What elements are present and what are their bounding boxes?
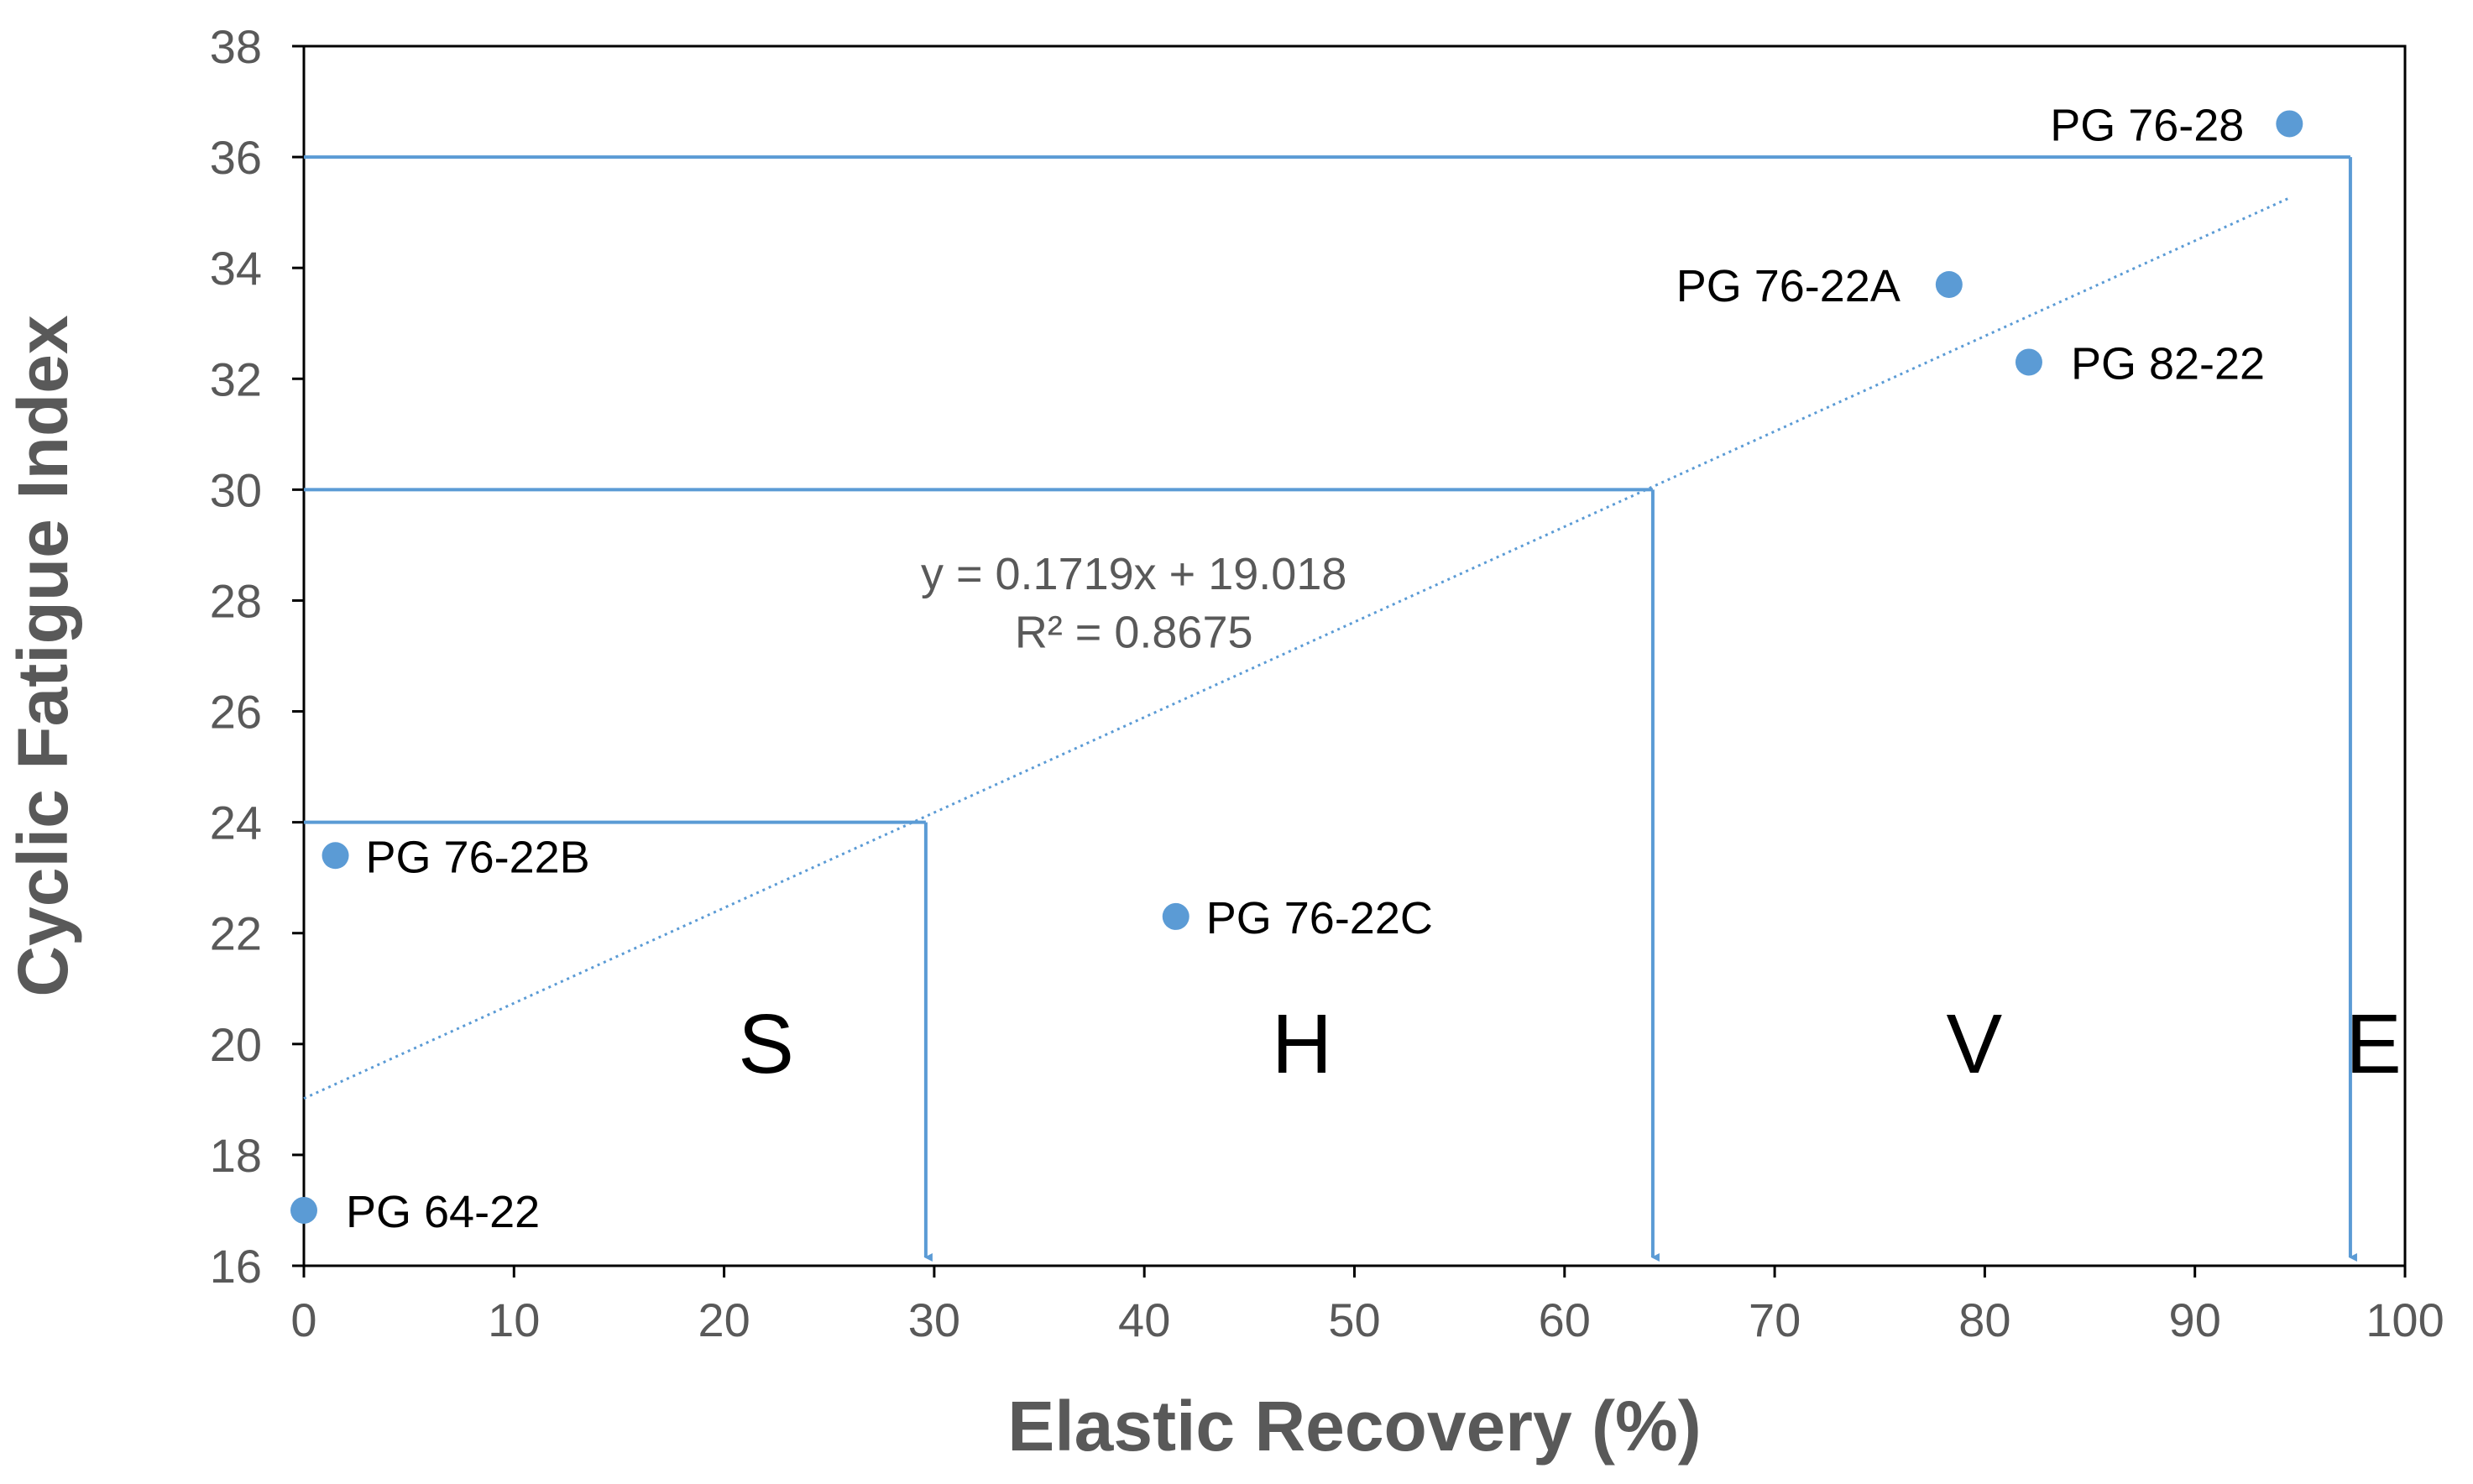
data-point-label: PG 76-28: [2050, 100, 2244, 150]
x-tick-label: 30: [908, 1293, 960, 1346]
data-point-label: PG 76-22C: [1206, 893, 1433, 943]
plot-frame: [302, 44, 2407, 1267]
y-tick-label: 26: [210, 686, 262, 739]
trendline-r-squared: R² = 0.8675: [1015, 608, 1253, 658]
y-tick-label: 18: [210, 1129, 262, 1182]
x-tick-label: 20: [698, 1293, 750, 1346]
y-tick-label: 16: [210, 1240, 262, 1293]
trendline: [303, 196, 2290, 1100]
x-tick-label: 100: [2366, 1293, 2444, 1346]
x-axis-title: Elastic Recovery (%): [1007, 1387, 1701, 1466]
data-point-label: PG 82-22: [2071, 338, 2265, 389]
data-point: [322, 842, 349, 870]
y-tick-label: 38: [210, 20, 262, 73]
y-tick-label: 28: [210, 574, 262, 627]
x-tick-label: 90: [2169, 1293, 2221, 1346]
y-tick-label: 30: [210, 463, 262, 516]
x-tick-label: 0: [290, 1293, 316, 1346]
data-point-label: PG 76-22B: [366, 832, 590, 882]
data-point-label: PG 76-22A: [1676, 261, 1900, 311]
y-tick-label: 22: [210, 907, 262, 960]
data-point: [2276, 110, 2303, 138]
x-tick-label: 40: [1118, 1293, 1170, 1346]
trendline-equation: y = 0.1719x + 19.018: [921, 549, 1346, 599]
y-tick-label: 24: [210, 797, 262, 849]
zone-label: V: [1947, 997, 2003, 1091]
zone-label: S: [738, 997, 794, 1091]
x-tick-label: 60: [1539, 1293, 1591, 1346]
data-point-label: PG 64-22: [346, 1187, 540, 1237]
x-tick-label: 50: [1328, 1293, 1380, 1346]
zone-label: H: [1272, 997, 1332, 1091]
data-point: [1935, 270, 1963, 298]
y-axis-title: Cyclic Fatigue Index: [3, 315, 82, 997]
y-tick-label: 36: [210, 131, 262, 184]
data-point: [2015, 348, 2042, 376]
data-point: [1162, 902, 1189, 930]
data-point: [290, 1196, 317, 1224]
x-tick-label: 80: [1958, 1293, 2010, 1346]
zone-label: E: [2345, 997, 2402, 1091]
y-tick-label: 34: [210, 242, 262, 295]
y-tick-label: 32: [210, 353, 262, 405]
x-tick-label: 10: [488, 1293, 540, 1346]
y-tick-label: 20: [210, 1018, 262, 1071]
x-tick-label: 70: [1749, 1293, 1801, 1346]
